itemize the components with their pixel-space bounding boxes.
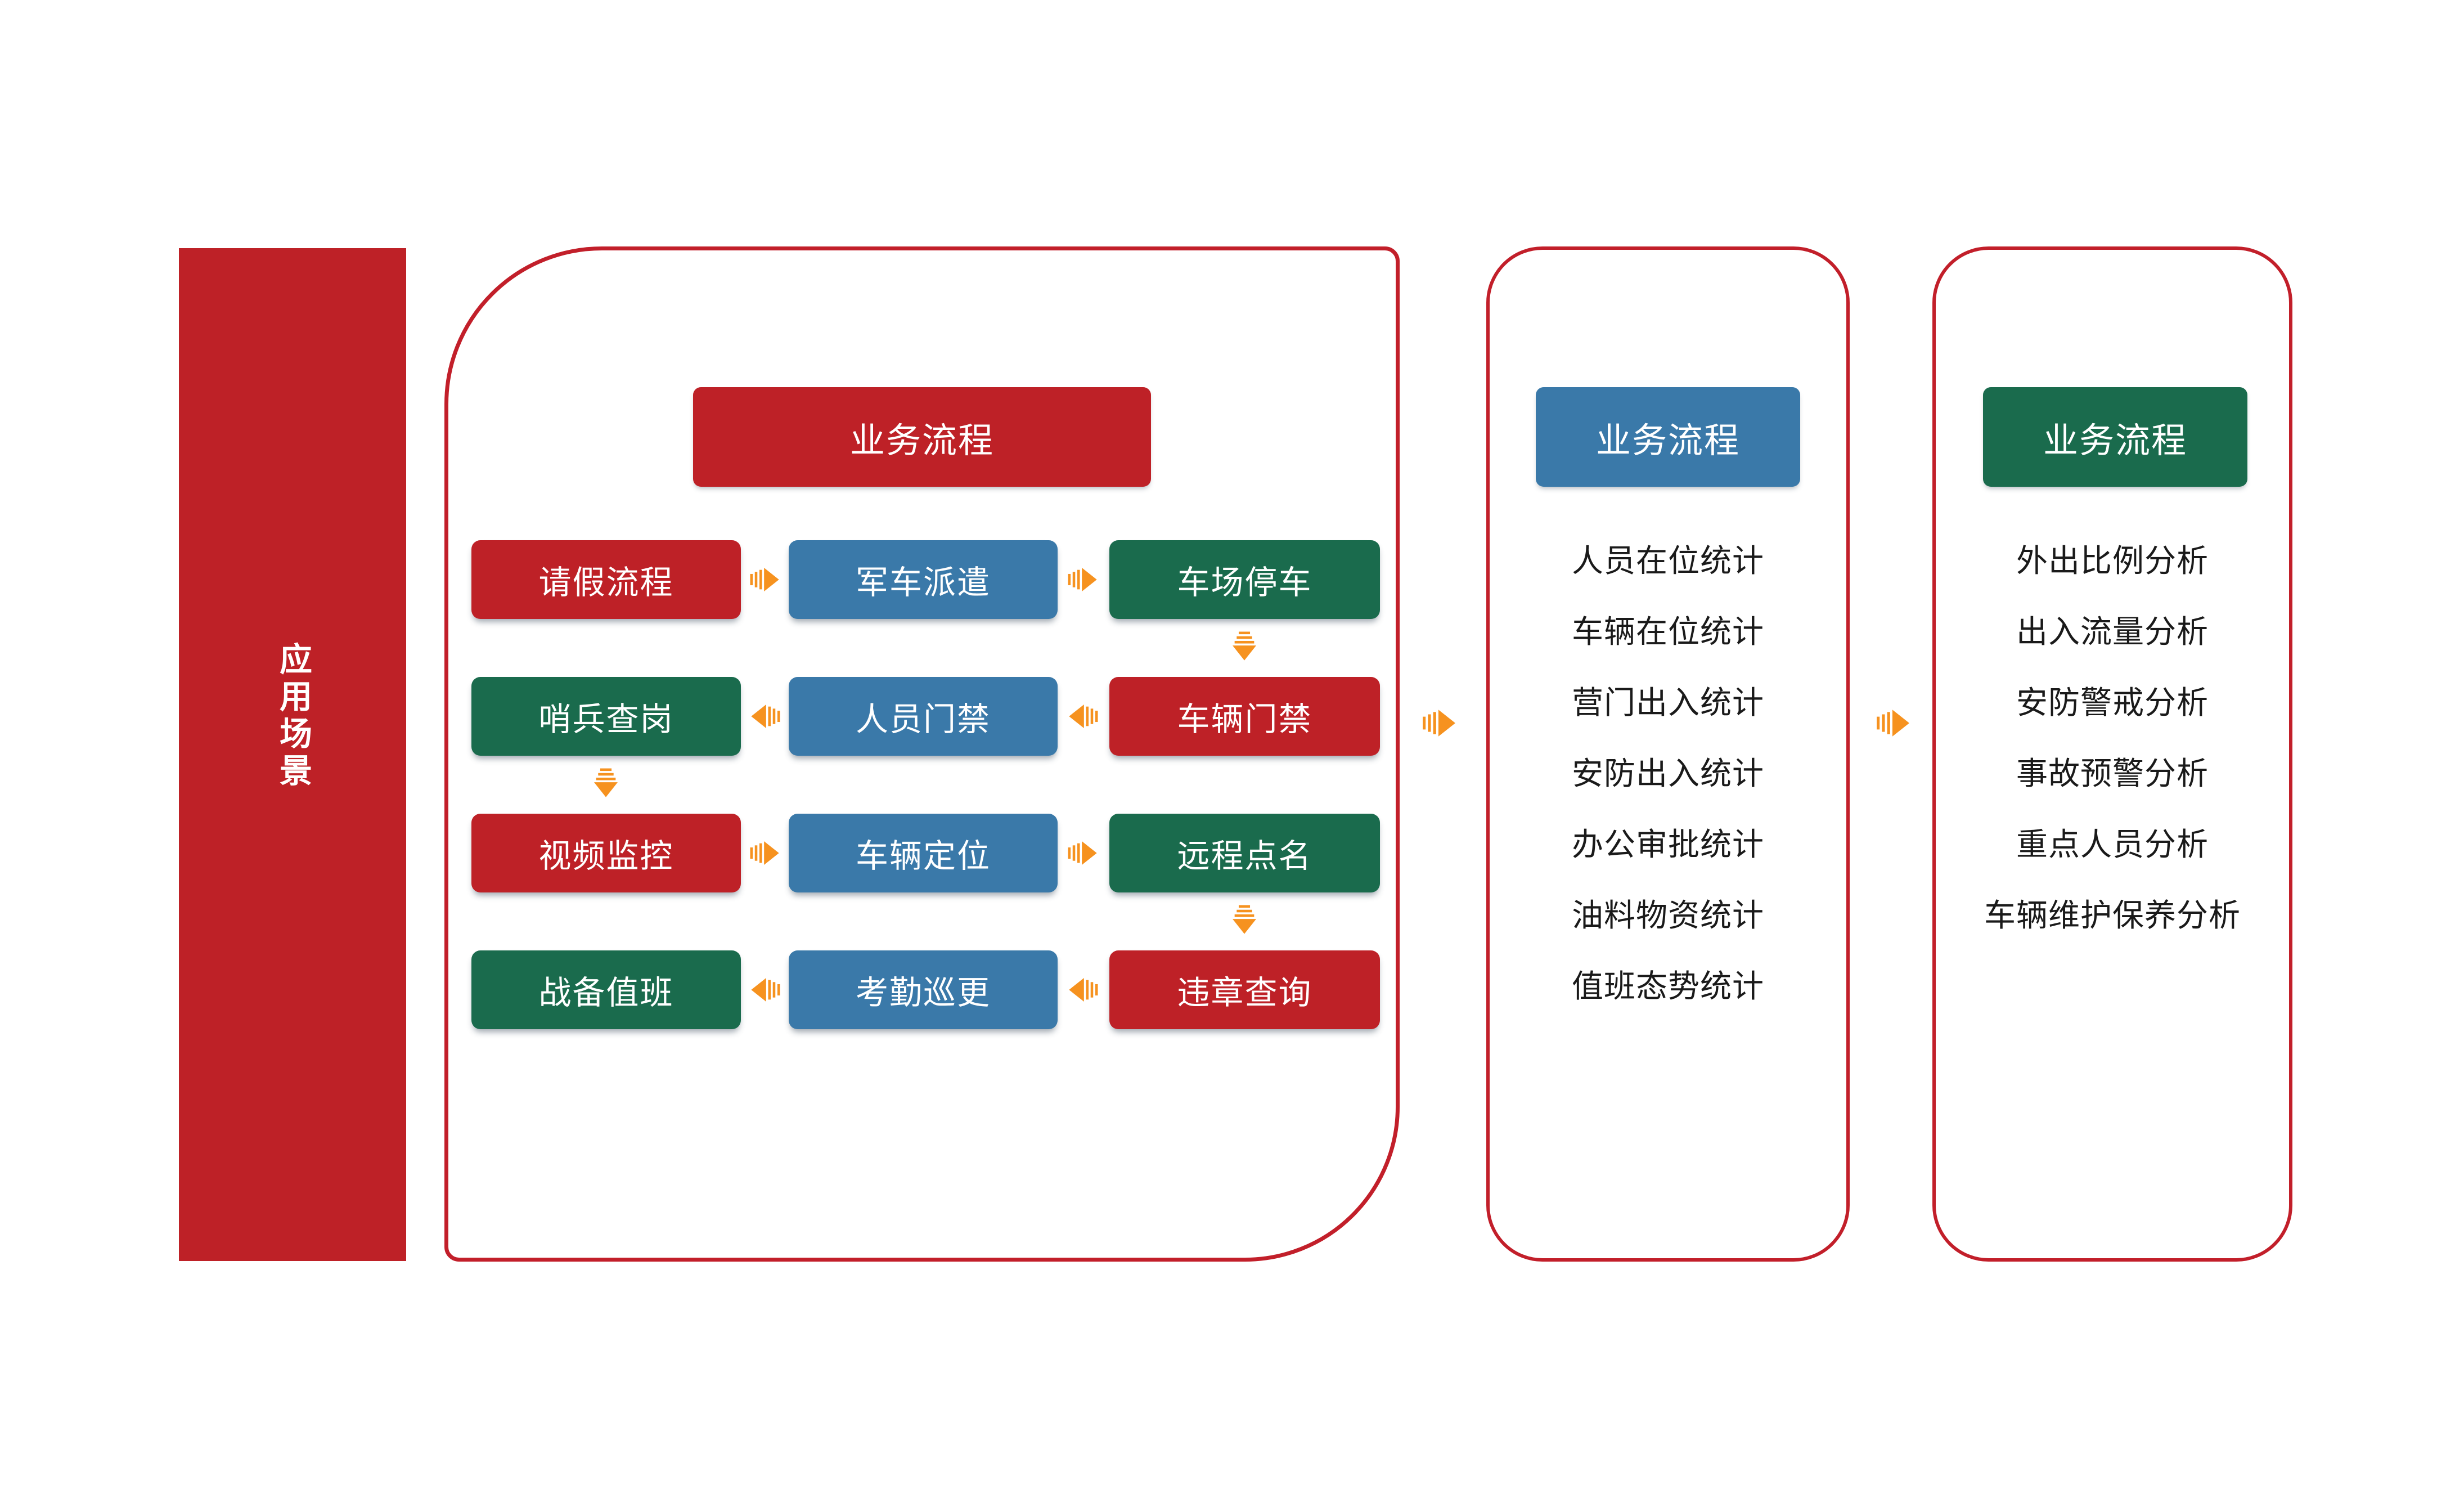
flow-node: 违章查询 [1109,950,1380,1029]
flow-arrow-down-icon [1233,905,1256,934]
flow-arrow-right-icon [1068,841,1097,865]
scenario-sidebar: 应用场景 [179,248,406,1261]
flow-arrow-right-icon [750,568,779,591]
flow-node: 人员门禁 [789,677,1058,756]
flow-node: 车场停车 [1109,540,1380,619]
scenario-sidebar-title: 应用场景 [275,642,311,791]
flow-arrow-right-icon [1068,568,1097,591]
flow-node: 军车派遣 [789,540,1058,619]
stats-item: 人员在位统计 [1572,543,1764,578]
flow-node: 车辆定位 [789,814,1058,892]
analysis-item: 事故预警分析 [2016,756,2209,791]
flow-arrow-left-icon [751,978,780,1002]
stats-item: 值班态势统计 [1572,968,1764,1004]
flow-panel-header: 业务流程 [693,387,1151,487]
stats-panel-header: 业务流程 [1536,387,1800,487]
flow-arrow-right-icon [750,841,779,865]
flow-node: 远程点名 [1109,814,1380,892]
stats-item: 油料物资统计 [1572,898,1764,933]
flow-arrow-down-icon [1233,631,1256,661]
flow-arrow-left-icon [751,705,780,728]
stats-item: 办公审批统计 [1572,827,1764,862]
flow-node: 考勤巡更 [789,950,1058,1029]
stats-item: 营门出入统计 [1572,685,1764,720]
flow-node: 战备值班 [471,950,741,1029]
stats-item: 安防出入统计 [1572,756,1764,791]
analysis-item: 外出比例分析 [2016,543,2209,578]
flow-arrow-left-icon [1069,705,1098,728]
analysis-item: 重点人员分析 [2016,827,2209,862]
flow-node: 车辆门禁 [1109,677,1380,756]
flow-node: 视频监控 [471,814,741,892]
analysis-panel-header: 业务流程 [1983,387,2247,487]
analysis-item: 安防警戒分析 [2016,685,2209,720]
flow-node: 请假流程 [471,540,741,619]
flow-node: 哨兵查岗 [471,677,741,756]
flow-arrow-left-icon [1069,978,1098,1002]
analysis-item: 车辆维护保养分析 [1984,898,2241,933]
analysis-item: 出入流量分析 [2016,614,2209,649]
flow-arrow-down-icon [594,768,618,797]
stats-item: 车辆在位统计 [1572,614,1764,649]
